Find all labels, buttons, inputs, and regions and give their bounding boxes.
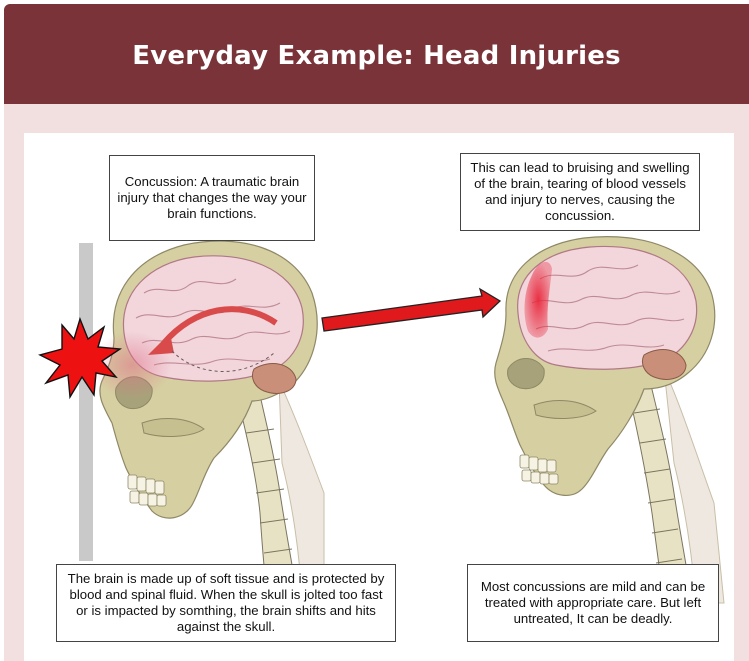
caption-bruising-effects: This can lead to bruising and swelling o… (460, 153, 700, 231)
title-bar: Everyday Example: Head Injuries (4, 4, 749, 104)
direction-arrow-icon (322, 289, 500, 331)
slide: Everyday Example: Head Injuries (4, 4, 749, 661)
wall (79, 243, 93, 561)
right-head-illustration (495, 237, 724, 603)
caption-concussion-definition: Concussion: A traumatic brain injury tha… (109, 155, 315, 241)
caption-brain-tissue: The brain is made up of soft tissue and … (56, 564, 396, 642)
illustration-panel: Concussion: A traumatic brain injury tha… (24, 133, 734, 661)
caption-mild-concussions: Most concussions are mild and can be tre… (467, 564, 719, 642)
page-title: Everyday Example: Head Injuries (4, 4, 749, 108)
